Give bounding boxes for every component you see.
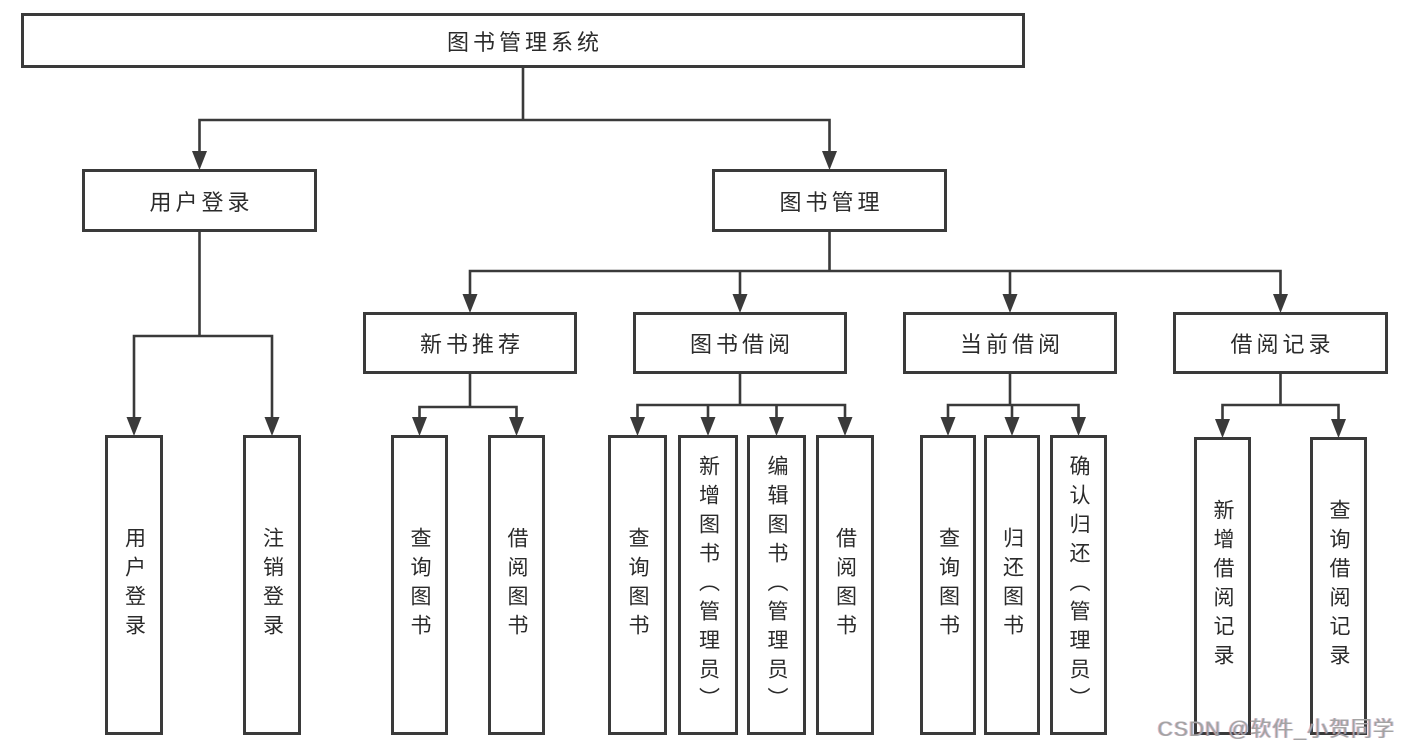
arrowhead-icon [462, 294, 478, 313]
edge-path-borrow-record [1221, 372, 1340, 426]
node-nb-query: 查询图书 [391, 435, 448, 735]
node-label: 查询图书 [626, 527, 649, 643]
edge-path-user-login [132, 230, 274, 424]
arrowhead-icon [1071, 417, 1086, 436]
node-label: 用户登录 [149, 189, 254, 215]
arrowhead-icon [412, 417, 427, 436]
node-current-borrow: 当前借阅 [903, 312, 1117, 374]
node-label: 查询借阅记录 [1327, 499, 1350, 673]
edge-path-root [198, 66, 831, 158]
node-label: 用户登录 [122, 527, 146, 643]
node-bb-query: 查询图书 [608, 435, 667, 735]
node-bb-lend: 借阅图书 [816, 435, 874, 735]
node-book-mgmt: 图书管理 [712, 169, 947, 232]
node-br-add: 新增借阅记录 [1194, 437, 1251, 735]
edge-path-current-borrow [946, 372, 1080, 424]
edge-group-user-login [126, 230, 280, 436]
node-nb-borrow: 借阅图书 [488, 435, 545, 735]
node-label: 新书推荐 [419, 332, 524, 357]
node-label: 编辑图书（管理员） [765, 454, 788, 716]
arrowhead-icon [1215, 419, 1230, 438]
node-label: 借阅图书 [833, 527, 857, 643]
node-label: 图书借阅 [689, 332, 794, 357]
arrowhead-icon [1273, 294, 1288, 313]
node-new-book: 新书推荐 [363, 312, 577, 374]
node-borrow-record: 借阅记录 [1173, 312, 1388, 374]
node-label: 当前借阅 [959, 332, 1064, 357]
arrowhead-icon [732, 294, 748, 313]
node-label: 归还图书 [1000, 527, 1024, 643]
node-book-borrow: 图书借阅 [633, 312, 847, 374]
node-label: 确认归还（管理员） [1067, 454, 1090, 716]
arrowhead-icon [630, 417, 645, 436]
node-label: 新增图书（管理员） [696, 454, 720, 716]
edge-path-book-mgmt [468, 230, 1282, 301]
arrowhead-icon [264, 417, 280, 436]
arrowhead-icon [837, 417, 853, 436]
node-label: 注销登录 [260, 527, 284, 643]
arrowhead-icon [940, 417, 956, 436]
edge-group-borrow-record [1215, 372, 1346, 438]
node-label: 查询图书 [408, 527, 431, 643]
edge-group-book-borrow [630, 372, 853, 436]
node-cb-confirm: 确认归还（管理员） [1050, 435, 1107, 735]
node-user-login: 用户登录 [82, 169, 317, 232]
node-label: 图书管理系统 [446, 29, 603, 55]
arrowhead-icon [1331, 419, 1346, 438]
edge-path-new-book [418, 372, 518, 424]
arrowhead-icon [700, 417, 716, 436]
node-label: 借阅记录 [1230, 332, 1335, 357]
edge-path-book-borrow [636, 372, 847, 424]
node-label: 图书管理 [779, 189, 884, 215]
node-root: 图书管理系统 [21, 13, 1025, 68]
arrowhead-icon [192, 151, 207, 170]
arrowhead-icon [126, 417, 142, 436]
arrowhead-icon [769, 417, 784, 436]
edge-group-book-mgmt [462, 230, 1288, 313]
node-bb-add: 新增图书（管理员） [678, 435, 738, 735]
node-login-user: 用户登录 [105, 435, 163, 735]
arrowhead-icon [509, 417, 524, 436]
arrowhead-icon [1002, 294, 1018, 313]
node-label: 新增借阅记录 [1211, 499, 1234, 673]
edge-group-new-book [412, 372, 524, 436]
watermark: CSDN @软件_小贺同学 [1157, 718, 1395, 741]
arrowhead-icon [822, 151, 837, 170]
node-br-query: 查询借阅记录 [1310, 437, 1367, 735]
arrowhead-icon [1004, 417, 1020, 436]
edge-group-current-borrow [940, 372, 1086, 436]
node-cb-query: 查询图书 [920, 435, 976, 735]
node-bb-edit: 编辑图书（管理员） [747, 435, 806, 735]
edge-group-root [192, 66, 837, 170]
node-cb-return: 归还图书 [984, 435, 1040, 735]
node-label: 借阅图书 [505, 527, 528, 643]
node-label: 查询图书 [936, 527, 960, 643]
node-login-logout: 注销登录 [243, 435, 301, 735]
